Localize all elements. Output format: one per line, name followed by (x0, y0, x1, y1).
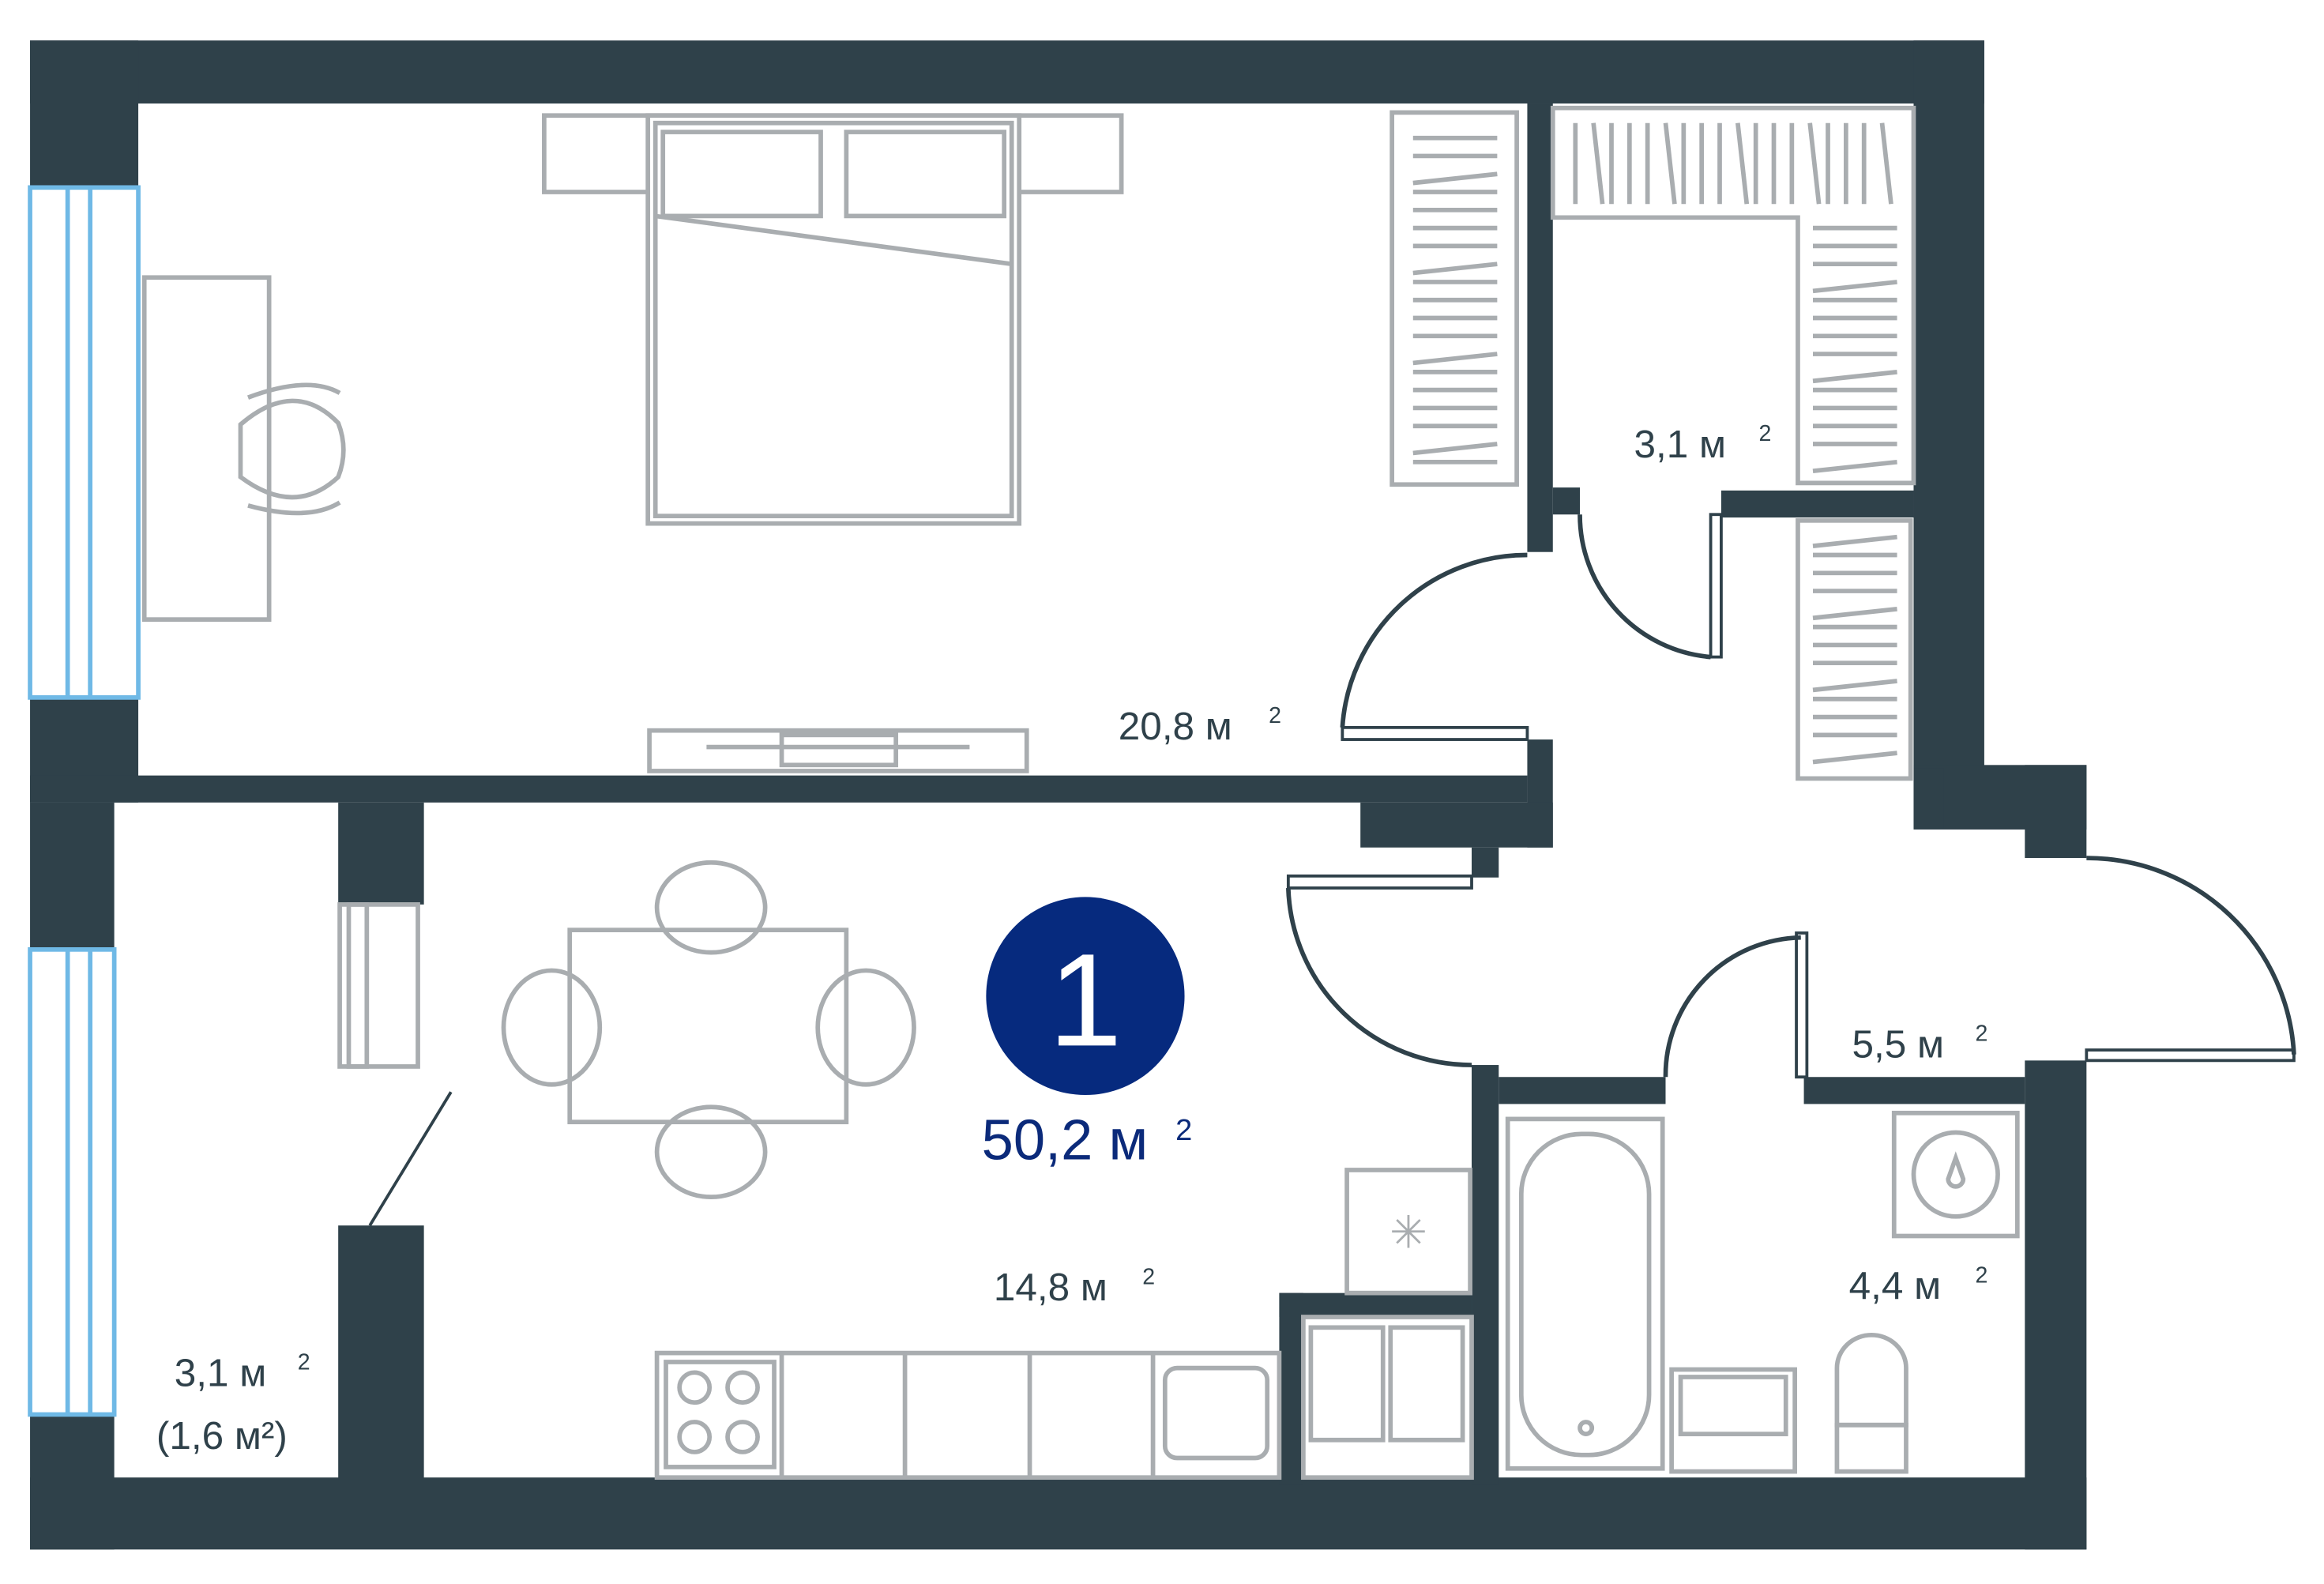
hanger-line (1879, 122, 1893, 205)
svg-text:2: 2 (298, 1350, 310, 1375)
doors (368, 513, 2296, 1227)
hanger-line (1812, 679, 1897, 693)
hanger-line (1412, 442, 1498, 456)
dining-table (501, 860, 916, 1199)
hanger-line (1812, 607, 1897, 621)
svg-text:2: 2 (1976, 1022, 1988, 1047)
snowflake-icon: ✳ (1390, 1207, 1427, 1259)
hanger-line (1412, 261, 1498, 276)
washing-machine (1891, 1110, 2020, 1239)
washbasin (1669, 1367, 1798, 1474)
svg-text:50,2 м: 50,2 м (982, 1109, 1149, 1172)
hanger-line (1663, 122, 1677, 205)
hanger-line (1591, 122, 1605, 205)
total-area-label: 50,2 м 2 (982, 1109, 1193, 1172)
svg-text:3,1 м: 3,1 м (1634, 423, 1727, 466)
svg-text:2: 2 (1976, 1262, 1988, 1288)
oven-niche (1301, 1315, 1474, 1481)
walls (30, 40, 2087, 1550)
bookshelf (337, 902, 420, 1069)
desk (141, 275, 346, 623)
svg-text:14,8 м: 14,8 м (994, 1266, 1107, 1309)
tv-stand (647, 728, 1029, 773)
hanger-line (1412, 171, 1498, 186)
hanger-line (1812, 751, 1897, 765)
svg-text:2: 2 (1142, 1264, 1155, 1289)
toilet (1834, 1333, 1908, 1474)
svg-text:20,8 м: 20,8 м (1119, 705, 1232, 748)
hanger-line (1807, 122, 1822, 205)
fridge: ✳ (1344, 1168, 1472, 1296)
room-label-bedroom: 20,8 м 2 (1119, 703, 1281, 748)
hanger-line (1812, 534, 1897, 548)
hanger-line (1412, 352, 1498, 366)
hanger-lines (1412, 122, 1897, 765)
svg-text:2: 2 (1758, 421, 1771, 446)
hanger-line (1812, 459, 1897, 474)
svg-text:2: 2 (1269, 703, 1281, 728)
walk-in-shelves (1550, 105, 1916, 781)
hanger-line (1735, 122, 1750, 205)
svg-text:4,4 м: 4,4 м (1849, 1264, 1942, 1307)
svg-text:(1,6 м²): (1,6 м²) (156, 1414, 288, 1458)
svg-text:3,1 м: 3,1 м (175, 1351, 267, 1394)
svg-text:5,5 м: 5,5 м (1852, 1023, 1944, 1067)
room-label-kitchen-living: 14,8 м 2 (994, 1264, 1155, 1309)
room-label-hall: 5,5 м 2 (1852, 1022, 1987, 1067)
bathtub (1505, 1116, 1665, 1471)
bedroom-wardrobe (1390, 110, 1519, 487)
svg-text:1: 1 (1048, 927, 1122, 1074)
hanger-line (1812, 280, 1897, 294)
bed (542, 113, 1124, 526)
rooms-count-badge: 1 (986, 897, 1185, 1096)
kitchen-counter (654, 1350, 1282, 1481)
room-label-wardrobe: 3,1 м 2 (1634, 421, 1772, 466)
hanger-line (1812, 370, 1897, 384)
windows (28, 185, 141, 1417)
svg-text:2: 2 (1175, 1114, 1192, 1147)
room-label-bathroom: 4,4 м 2 (1849, 1262, 1988, 1307)
room-label-balcony: 3,1 м 2 (1,6 м²) (156, 1350, 310, 1458)
